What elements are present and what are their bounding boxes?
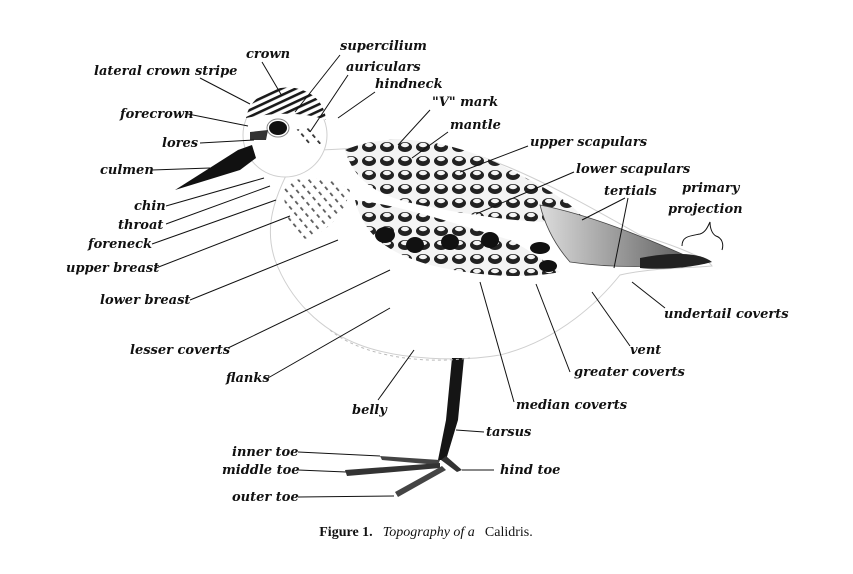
tarsus-leg <box>438 358 464 460</box>
caption-italic: Topography of a <box>383 525 475 540</box>
label-median-coverts: median coverts <box>516 398 628 413</box>
label-tertials: tertials <box>604 184 657 199</box>
label-upper-breast: upper breast <box>66 261 159 276</box>
label-greater-coverts: greater coverts <box>574 365 686 380</box>
covert-blotch <box>406 237 424 253</box>
label-flanks: flanks <box>225 371 270 386</box>
label-auriculars: auriculars <box>346 60 421 75</box>
leader-outer-toe <box>298 496 394 497</box>
label-upper-scapulars: upper scapulars <box>530 135 648 150</box>
inner-toe-claw <box>380 456 440 465</box>
label-throat: throat <box>118 218 163 233</box>
covert-blotch <box>481 232 499 248</box>
label-supercilium: supercilium <box>340 39 427 54</box>
label-vent: vent <box>630 343 661 358</box>
leader-throat <box>166 186 270 224</box>
covert-blotch <box>530 242 550 254</box>
leader-culmen <box>152 168 210 170</box>
label-projection: projection <box>668 202 743 217</box>
label-lesser-coverts: lesser coverts <box>130 343 231 358</box>
label-lateral-crown-stripe: lateral crown stripe <box>94 64 237 79</box>
label-chin: chin <box>134 199 166 214</box>
label-culmen: culmen <box>100 163 154 178</box>
label-tarsus: tarsus <box>486 425 532 440</box>
label-middle-toe: middle toe <box>222 463 300 478</box>
label-hind-toe: hind toe <box>500 463 560 478</box>
label-hindneck: hindneck <box>375 77 443 92</box>
leader-undertail-coverts <box>632 282 665 308</box>
label-inner-toe: inner toe <box>232 445 298 460</box>
leader-upper-breast <box>156 216 290 268</box>
label-crown: crown <box>246 47 290 62</box>
caption-figure-number: Figure 1. <box>319 525 372 540</box>
leader-inner-toe <box>298 452 380 456</box>
leader-lateral-crown-stripe <box>200 78 250 104</box>
leader-tarsus <box>456 430 484 432</box>
leader-chin <box>166 178 264 206</box>
label-undertail-coverts: undertail coverts <box>664 307 789 322</box>
label-primary: primary <box>682 181 741 196</box>
leader-middle-toe <box>298 470 346 472</box>
eye <box>269 121 287 135</box>
figure-caption: Figure 1. Topography of a Calidris. <box>319 521 533 540</box>
label-outer-toe: outer toe <box>232 490 299 505</box>
leader-v-mark <box>398 110 430 145</box>
caption-genus: Calidris. <box>485 525 533 540</box>
label-lores: lores <box>162 136 199 151</box>
covert-blotch <box>441 234 459 250</box>
leader-hindneck <box>338 92 375 118</box>
leader-forecrown <box>188 114 248 126</box>
covert-blotch <box>375 227 395 243</box>
label-foreneck: foreneck <box>87 237 152 252</box>
label-v-mark: "V" mark <box>432 95 498 110</box>
middle-toe-claw <box>345 463 440 476</box>
primary-projection-bracket <box>682 222 723 250</box>
leader-vent <box>592 292 630 346</box>
label-lower-breast: lower breast <box>100 293 190 308</box>
label-mantle: mantle <box>450 118 501 133</box>
label-lower-scapulars: lower scapulars <box>576 162 691 177</box>
label-forecrown: forecrown <box>119 107 193 122</box>
leader-belly <box>378 350 414 400</box>
label-belly: belly <box>352 403 388 418</box>
covert-blotch <box>539 260 557 272</box>
